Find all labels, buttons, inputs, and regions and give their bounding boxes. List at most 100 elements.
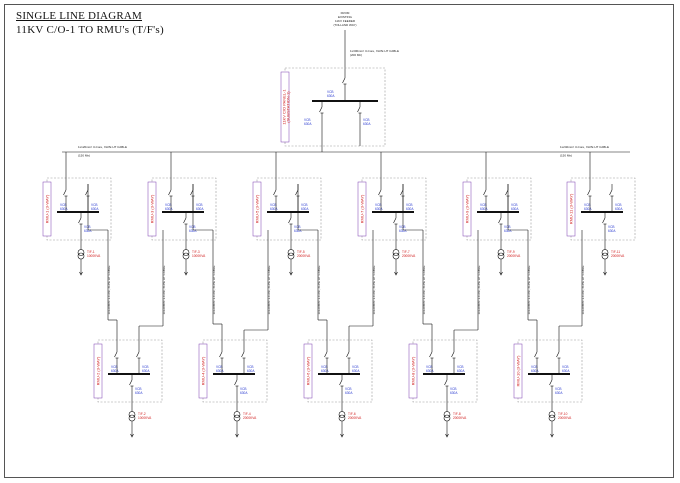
rmu-panel-border (151, 177, 217, 241)
rmu-outgoing-breaker (444, 374, 449, 392)
rmu-panel-border (202, 339, 268, 403)
switch-blade (483, 189, 487, 196)
transformer-winding-secondary (497, 252, 505, 260)
arrow-icon (445, 433, 449, 438)
switch-label: VCB (60, 203, 67, 207)
rmu-panel-border (307, 339, 373, 403)
switch-blade (498, 217, 502, 224)
rmu-incomer-left (114, 346, 119, 364)
transformer-winding-secondary (128, 414, 136, 422)
arrow-icon (603, 271, 607, 276)
switch-rating: 630A (457, 369, 465, 373)
rmu-block-bottom-1: RMU-4 (3-WAY)VCB630AVCB630AVCB630AT/F-42… (198, 339, 268, 438)
source-label-line: FROM (341, 11, 350, 15)
riser-cable-spec: 1x120mm² 3-Core, XLPE HT CABLE (581, 266, 585, 315)
transformer-rating: 2000KVA (611, 254, 625, 258)
rmu-name: RMU-11 (3-WAY) (569, 193, 574, 224)
rmu-outgoing-breaker (129, 374, 134, 392)
rmu-incomer-right (505, 184, 510, 202)
switch-blade (346, 351, 350, 358)
switch-blade (324, 351, 328, 358)
switch-rating: 630A (511, 207, 519, 211)
switch-blade (400, 189, 404, 196)
transformer-winding-primary (128, 411, 136, 418)
switch-label: VCB (142, 365, 149, 369)
transformer-id: T/F-10 (558, 412, 568, 416)
switch-blade (129, 379, 133, 386)
transformer-id: T/F-4 (243, 412, 251, 416)
co-vcb-rating: 630A (363, 122, 371, 126)
switch-blade (63, 189, 67, 196)
rmu-incomer-right (190, 184, 195, 202)
transformer-winding-primary (548, 411, 556, 418)
switch-label: VCB (450, 387, 457, 391)
switch-rating: 630A (301, 207, 309, 211)
rmu-name: RMU-7 (3-WAY) (360, 194, 365, 223)
arrow-icon (550, 433, 554, 438)
rmu-name-box (303, 343, 313, 399)
diagram-title: SINGLE LINE DIAGRAM (16, 10, 143, 22)
switch-blade (219, 351, 223, 358)
rmu-outgoing-breaker (393, 212, 398, 230)
transformer-rating: 2000KVA (402, 254, 416, 258)
switch-rating: 630A (240, 391, 248, 395)
source-label-line: (TOLLAND WAY) (333, 23, 356, 27)
rmu-name-box (198, 343, 208, 399)
transformer-id: T/F-9 (507, 250, 515, 254)
switch-blade (273, 189, 277, 196)
switch-label: VCB (165, 203, 172, 207)
transformer-winding-primary (497, 249, 505, 256)
switch-blade (342, 77, 346, 84)
arrow-icon (499, 271, 503, 276)
rmu-name-box (462, 181, 472, 237)
rmu-block-top-5: RMU-11 (3-WAY)VCB630AVCB630AVCB630AT/F-1… (566, 177, 636, 276)
switch-blade (288, 217, 292, 224)
transformer-rating: 1000KVA (192, 254, 206, 258)
co-vcb-label: VCB (327, 90, 334, 94)
rmu-incomer-right (346, 346, 351, 364)
switch-label: VCB (189, 225, 196, 229)
switch-rating: 630A (321, 369, 329, 373)
switch-label: VCB (480, 203, 487, 207)
rmu-block-top-1: RMU-3 (3-WAY)VCB630AVCB630AVCB630AT/F-31… (147, 177, 217, 276)
switch-blade (451, 351, 455, 358)
rmu-name: RMU-3 (3-WAY) (150, 194, 155, 223)
transformer-rating: 2000KVA (243, 416, 257, 420)
rmu-name-box (408, 343, 418, 399)
switch-rating: 630A (584, 207, 592, 211)
switch-rating: 630A (196, 207, 204, 211)
switch-rating: 630A (84, 229, 92, 233)
transformer-winding-primary (287, 249, 295, 256)
switch-label: VCB (426, 365, 433, 369)
transformer-winding-secondary (392, 252, 400, 260)
switch-blade (357, 106, 361, 113)
arrow-icon (289, 271, 293, 276)
transformer-winding-secondary (182, 252, 190, 260)
rmu-incomer-left (273, 184, 278, 202)
switch-blade (190, 189, 194, 196)
transformer-rating: 1000KVA (87, 254, 101, 258)
arrow-icon (340, 433, 344, 438)
incoming-cable-length: (200 Mtr) (350, 53, 362, 57)
rmu-incomer-right (241, 346, 246, 364)
rmu-name: RMU-10 (3-WAY) (516, 355, 521, 387)
switch-blade (534, 351, 538, 358)
riser-cable-spec: 1x120mm² 3-Core, XLPE HT CABLE (162, 266, 166, 315)
switch-label: VCB (399, 225, 406, 229)
rmu-incomer-left (587, 184, 592, 202)
rmu-incomer-right (451, 346, 456, 364)
switch-label: VCB (270, 203, 277, 207)
rmu-name: RMU-5 (3-WAY) (255, 194, 260, 223)
switch-rating: 630A (406, 207, 414, 211)
switch-rating: 630A (142, 369, 150, 373)
switch-rating: 630A (555, 391, 563, 395)
switch-blade (136, 351, 140, 358)
transformer-rating: 2000KVA (297, 254, 311, 258)
rmu-outgoing-breaker (602, 212, 607, 230)
switch-label: VCB (196, 203, 203, 207)
transformer-winding-primary (233, 411, 241, 418)
rmu-name-box (513, 343, 523, 399)
rmu-block-top-2: RMU-5 (3-WAY)VCB630AVCB630AVCB630AT/F-52… (252, 177, 322, 276)
switch-blade (168, 189, 172, 196)
switch-blade (85, 189, 89, 196)
